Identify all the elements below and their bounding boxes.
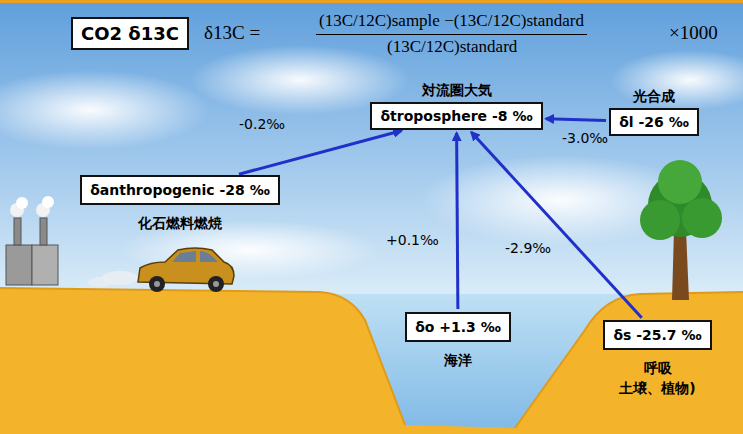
isotope-box: δanthropogenic -28 ‰化石燃料燃焼 xyxy=(80,175,280,205)
box-heading: 対流圏大気 xyxy=(422,82,492,100)
fraction-bar xyxy=(316,34,587,35)
flux-arrow xyxy=(546,119,606,121)
flux-arrow xyxy=(471,132,641,318)
isotope-box: δo +1.3 ‰海洋 xyxy=(405,312,511,342)
formula-text: δ13C = xyxy=(204,22,260,44)
formula-text: (13C/12C)sample −(13C/12C)standard xyxy=(319,11,584,31)
flux-arrow xyxy=(457,133,458,309)
isotope-box: δtroposphere -8 ‰対流圏大気 xyxy=(370,102,543,130)
factory-icon xyxy=(6,196,58,285)
box-heading: 光合成 xyxy=(633,88,675,106)
box-heading: 化石燃料燃焼 xyxy=(138,215,222,233)
box-text: δo +1.3 ‰ xyxy=(407,319,509,335)
isotope-box: δs -25.7 ‰呼吸土壌、植物) xyxy=(603,320,712,350)
box-text: δs -25.7 ‰ xyxy=(605,327,710,343)
flux-label: +0.1‰ xyxy=(386,232,439,248)
box-heading: 海洋 xyxy=(444,352,472,370)
tree-icon xyxy=(640,160,722,300)
car-icon xyxy=(138,248,234,292)
flux-label: -0.2‰ xyxy=(239,116,285,132)
formula-text: (13C/12C)standard xyxy=(387,37,517,57)
box-heading: 呼吸 xyxy=(644,360,672,378)
flux-label: -2.9‰ xyxy=(505,240,551,256)
flux-arrow xyxy=(239,131,401,174)
title-box: CO2 δ13C xyxy=(71,17,189,50)
box-text: δtroposphere -8 ‰ xyxy=(372,108,541,124)
box-text: δl -26 ‰ xyxy=(611,114,697,130)
box-text: δanthropogenic -28 ‰ xyxy=(82,182,278,198)
box-heading: 土壌、植物) xyxy=(619,380,695,398)
box-text: CO2 δ13C xyxy=(73,23,187,44)
isotope-box: δl -26 ‰光合成 xyxy=(609,108,699,136)
formula-text: ×1000 xyxy=(669,22,718,44)
flux-label: -3.0‰ xyxy=(562,130,608,146)
